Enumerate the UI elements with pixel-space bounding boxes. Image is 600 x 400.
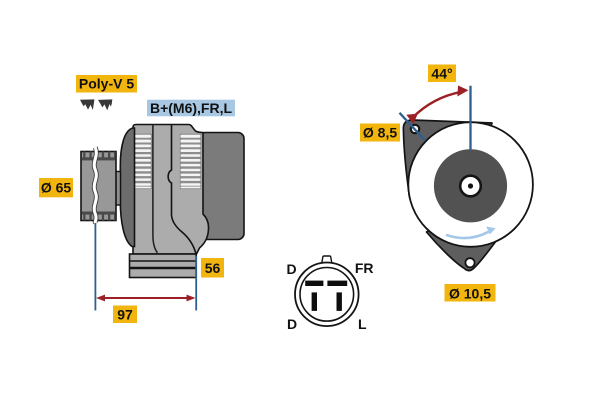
svg-text:L: L xyxy=(358,316,367,332)
svg-text:44°: 44° xyxy=(431,65,452,81)
svg-text:D: D xyxy=(286,261,296,277)
svg-text:97: 97 xyxy=(117,306,133,322)
svg-text:Ø 65: Ø 65 xyxy=(41,179,72,195)
svg-text:B+(M6),FR,L: B+(M6),FR,L xyxy=(150,100,233,116)
svg-text:D: D xyxy=(287,316,297,332)
svg-text:Ø 8,5: Ø 8,5 xyxy=(363,125,397,141)
svg-text:56: 56 xyxy=(205,260,221,276)
svg-text:FR: FR xyxy=(355,260,374,276)
svg-text:Ø 10,5: Ø 10,5 xyxy=(449,285,491,301)
svg-text:Poly-V 5: Poly-V 5 xyxy=(79,76,134,92)
